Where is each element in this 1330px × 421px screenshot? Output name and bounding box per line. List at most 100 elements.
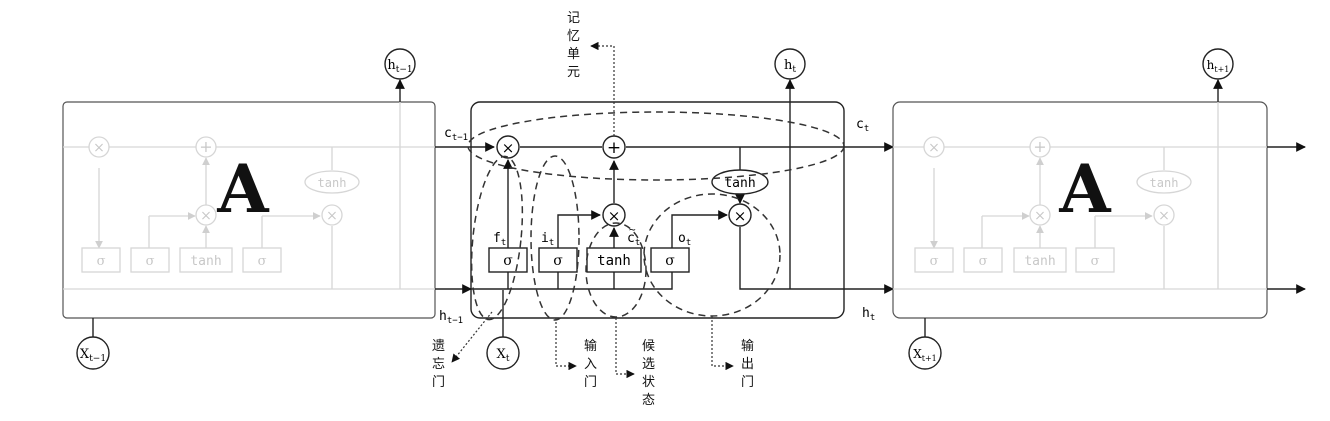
left-sigma-gate-1 [81, 247, 121, 273]
right-sigma-gate-2 [963, 247, 1003, 273]
svg-text:遗: 遗 [432, 339, 445, 354]
right-cell-letter: A [1058, 150, 1111, 228]
right-sigma-gate-1 [914, 247, 954, 273]
left-sigma-gate-3 [242, 247, 282, 273]
memory-cell-annotation: 记 忆 单 元 [567, 11, 580, 80]
right-input-multiply-symbol: × [1034, 208, 1046, 224]
right-sigma-gate-3 [1075, 247, 1115, 273]
svg-text:门: 门 [584, 375, 597, 390]
right-output-multiply-symbol: × [1158, 208, 1170, 224]
output-gate-label: ot [678, 231, 691, 248]
x-cur-input-node [486, 336, 520, 370]
candidate-tilde-mark: ~ [629, 223, 636, 236]
svg-text:元: 元 [567, 65, 580, 80]
right-tanh-label: tanh [1150, 176, 1179, 190]
h-cur-output-node [774, 48, 806, 80]
left-forget-multiply-symbol: × [93, 140, 105, 156]
middle-cell-box [470, 101, 845, 319]
svg-text:记: 记 [567, 11, 580, 26]
right-add-icon [1029, 136, 1051, 158]
left-sigma-gate-2-label: σ [146, 254, 155, 269]
h-next-output-node [1202, 48, 1234, 80]
left-output-multiply-icon [321, 204, 343, 226]
output-sigma-gate [650, 247, 690, 273]
forget-sigma-gate [488, 247, 528, 273]
output-sigma-label: σ [665, 253, 675, 269]
left-tanh-ellipse [304, 170, 360, 194]
left-sigma-gate-2 [130, 247, 170, 273]
x-next-input-node [908, 336, 942, 370]
right-tanh-gate [1013, 247, 1067, 273]
candidate-state-region [585, 222, 647, 318]
x-prev-input-label: Xt−1 [80, 347, 106, 364]
h-out-label: ht [862, 306, 875, 323]
output-multiply-symbol: × [734, 207, 747, 225]
right-forget-multiply-symbol: × [928, 140, 940, 156]
left-tanh-gate-label: tanh [190, 254, 221, 269]
right-forget-multiply-icon [923, 136, 945, 158]
x-prev-input-node [76, 336, 110, 370]
left-sigma-gate-1-label: σ [97, 254, 106, 269]
output-tanh-label: tanh [724, 176, 755, 191]
svg-text:门: 门 [741, 375, 754, 390]
right-sigma-gate-2-label: σ [979, 254, 988, 269]
output-tanh-ellipse [711, 169, 769, 195]
left-tanh-label: tanh [318, 176, 347, 190]
input-gate-region [530, 155, 580, 321]
svg-text:单: 单 [567, 47, 580, 62]
memory-cell-region [467, 111, 845, 181]
forget-multiply-symbol: × [502, 139, 515, 157]
svg-text:门: 门 [432, 375, 445, 390]
x-next-input-label: Xt+1 [913, 347, 937, 363]
h-cur-output-label: ht [784, 58, 796, 75]
candidate-state-label: ct [627, 231, 640, 248]
right-sigma-gate-3-label: σ [1091, 254, 1100, 269]
input-multiply-symbol: × [608, 207, 621, 225]
forget-gate-annotation: 遗 忘 门 [432, 339, 445, 390]
forget-sigma-label: σ [503, 253, 513, 269]
h-prev-output-node [384, 48, 416, 80]
c-prev-label: ct−1 [444, 126, 468, 143]
input-sigma-label: σ [553, 253, 563, 269]
svg-text:输: 输 [741, 338, 754, 354]
input-sigma-gate [538, 247, 578, 273]
add-symbol: + [607, 138, 621, 158]
svg-text:忘: 忘 [432, 357, 445, 372]
input-multiply-icon [602, 203, 626, 227]
svg-text:候: 候 [642, 339, 655, 354]
forget-gate-region [470, 155, 524, 321]
svg-text:状: 状 [642, 375, 655, 390]
right-lstm-cell: × + × × tanh σ σ tanh σ A [892, 100, 1268, 319]
svg-text:输: 输 [584, 338, 597, 354]
left-sigma-gate-3-label: σ [258, 254, 267, 269]
h-next-output-label: ht+1 [1207, 58, 1230, 74]
svg-text:选: 选 [642, 357, 655, 372]
left-add-symbol: + [199, 137, 212, 156]
input-gate-label: it [541, 231, 554, 248]
candidate-tanh-gate [586, 247, 642, 273]
x-cur-input-label: Xt [497, 347, 510, 364]
h-prev-output-label: ht−1 [387, 58, 412, 75]
svg-text:态: 态 [642, 393, 655, 408]
output-multiply-icon [728, 203, 752, 227]
left-forget-multiply-icon [88, 136, 110, 158]
output-gate-annotation: 输 出 门 [741, 338, 754, 390]
left-cell-letter: A [216, 150, 269, 228]
forget-multiply-icon [496, 135, 520, 159]
svg-text:忆: 忆 [567, 28, 580, 44]
left-input-multiply-icon [195, 204, 217, 226]
right-tanh-gate-label: tanh [1024, 254, 1055, 269]
left-output-multiply-symbol: × [326, 208, 338, 224]
right-input-multiply-icon [1029, 204, 1051, 226]
right-sigma-gate-1-label: σ [930, 254, 939, 269]
svg-text:出: 出 [741, 357, 754, 372]
left-add-icon [195, 136, 217, 158]
right-output-multiply-icon [1153, 204, 1175, 226]
candidate-tanh-label: tanh [597, 253, 631, 269]
h-in-label: ht−1 [439, 309, 463, 326]
left-input-multiply-symbol: × [200, 208, 212, 224]
right-add-symbol: + [1033, 137, 1046, 156]
right-tanh-ellipse [1136, 170, 1192, 194]
svg-text:入: 入 [584, 357, 597, 372]
